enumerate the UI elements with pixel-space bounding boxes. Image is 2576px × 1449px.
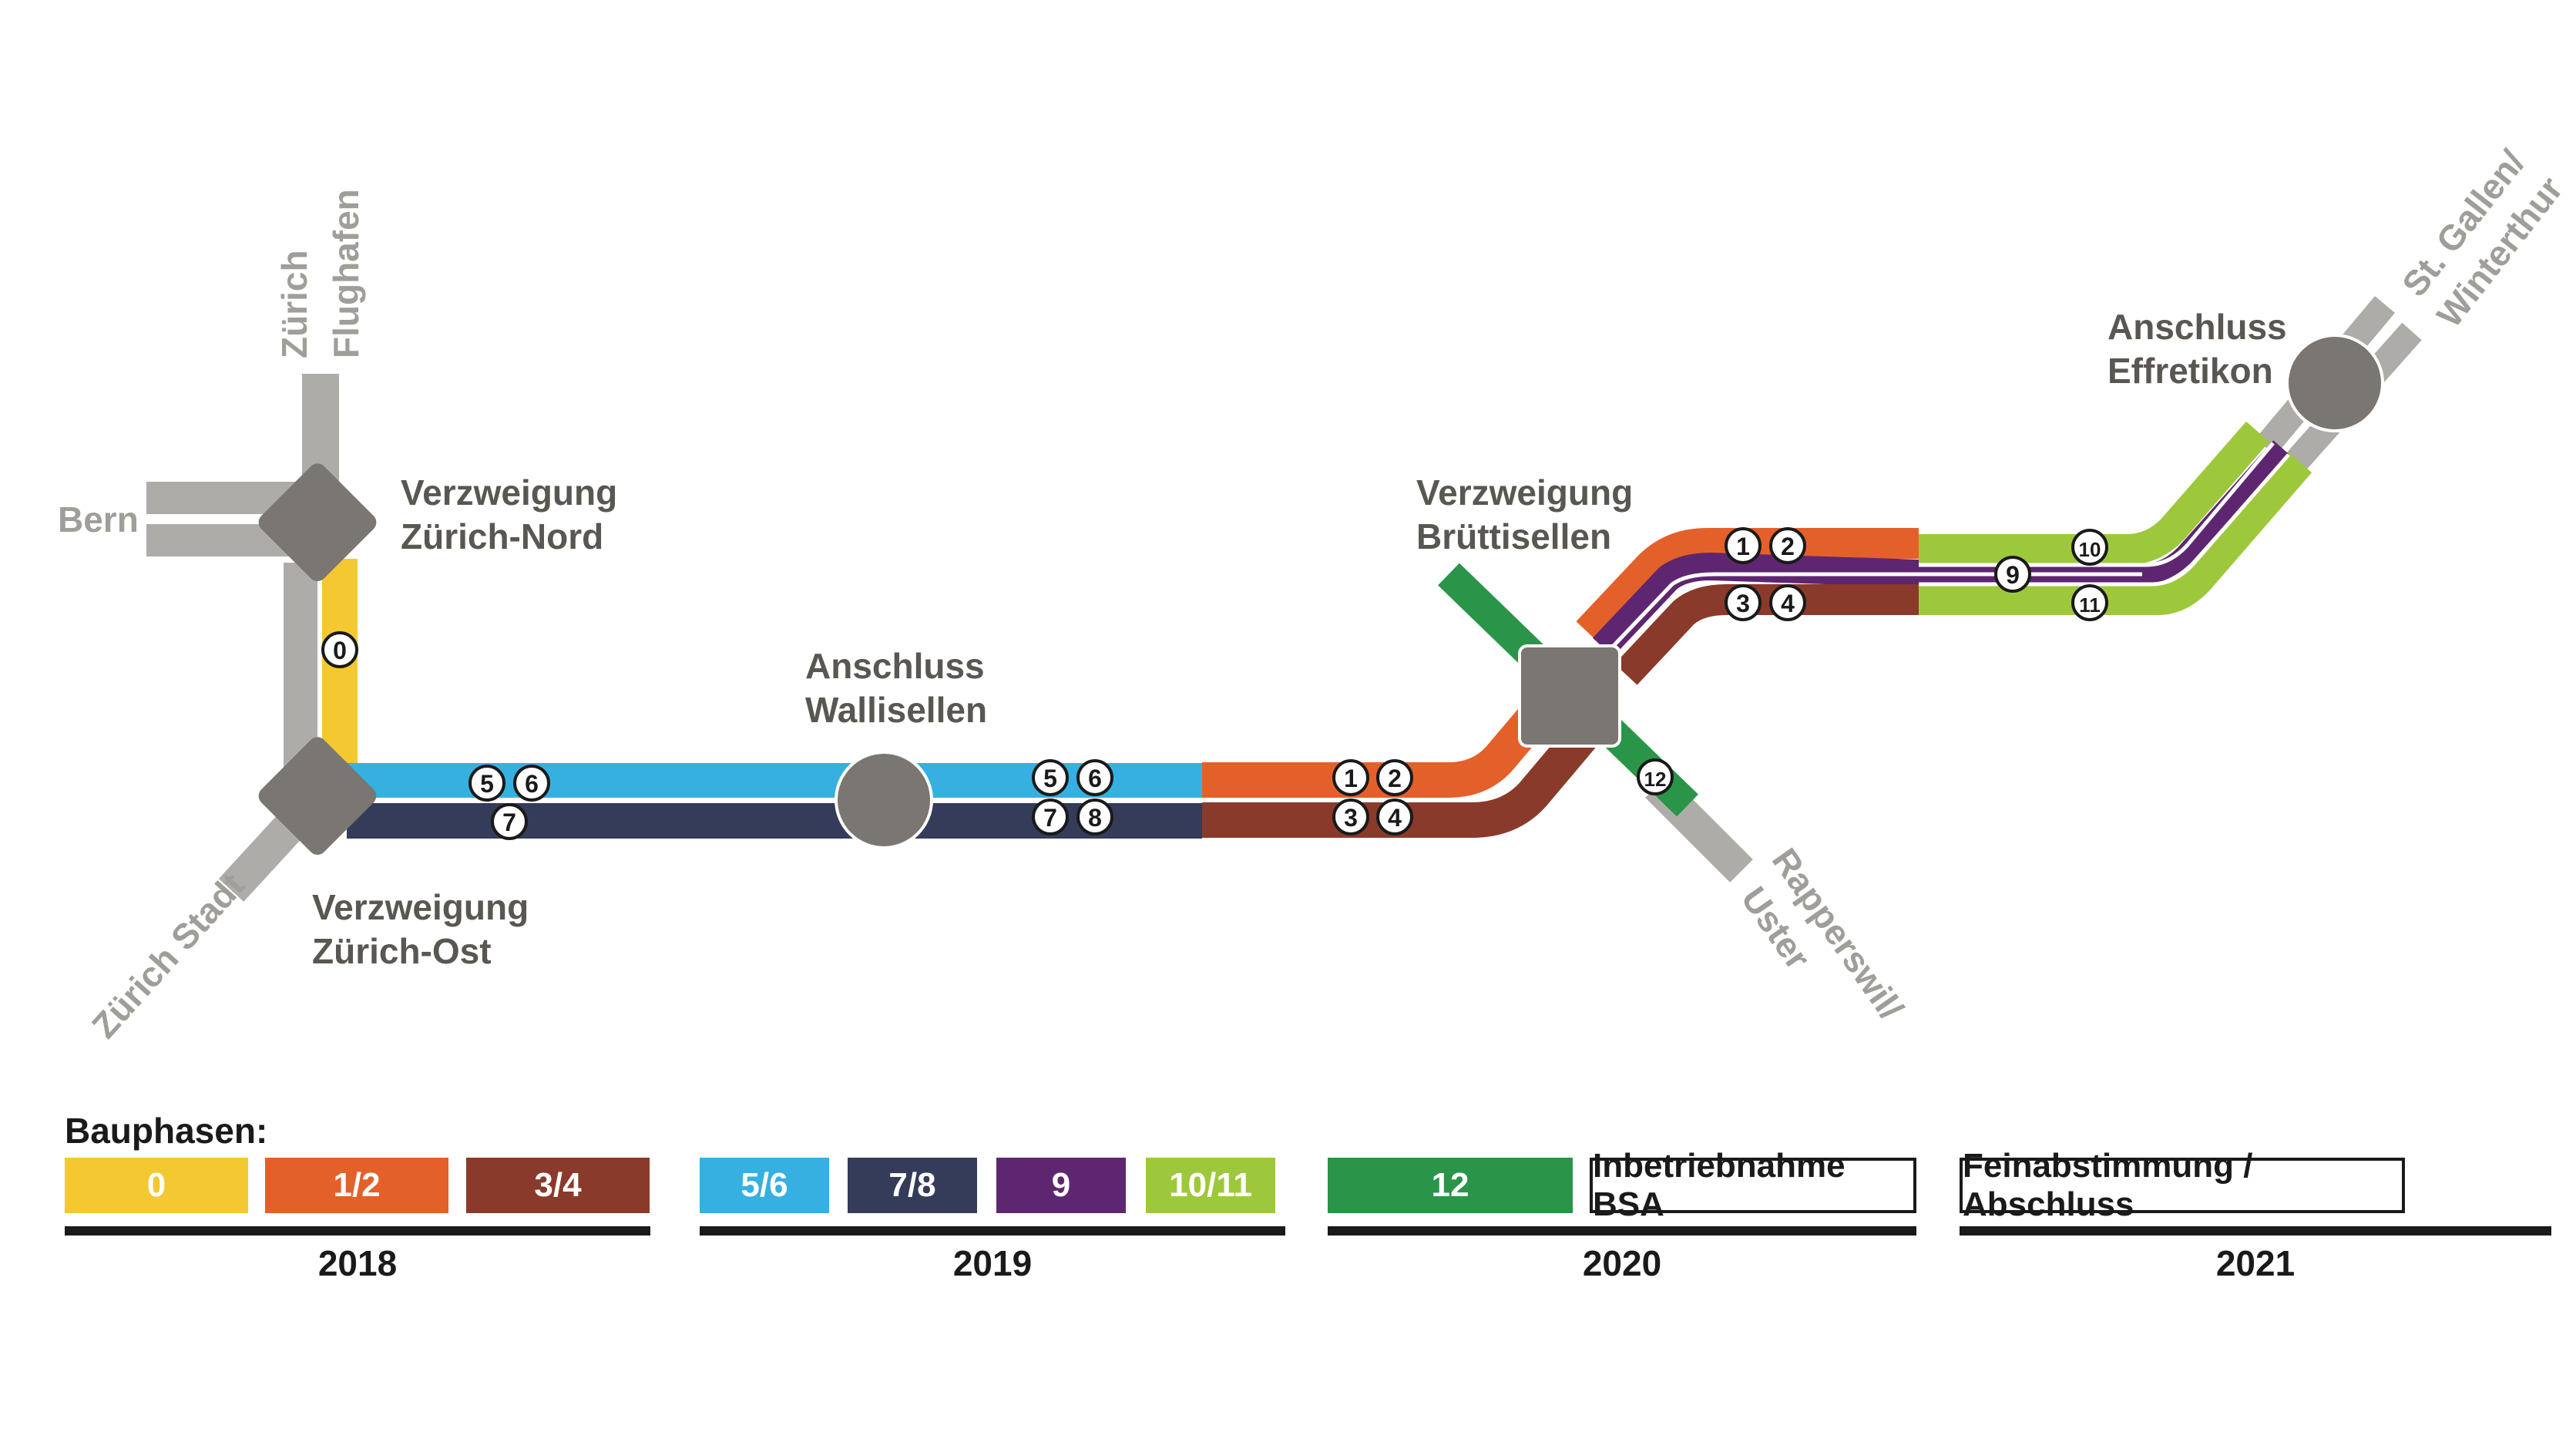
phase-marker-3: 3	[1725, 584, 1762, 621]
label-bruettisellen-1: Verzweigung	[1416, 472, 1633, 513]
label-effretikon-1: Anschluss	[2107, 307, 2287, 347]
node-zuerich-ost	[258, 737, 377, 856]
svg-text:12: 12	[1644, 768, 1667, 791]
phase-marker-6: 6	[513, 765, 550, 802]
svg-text:7: 7	[502, 809, 516, 836]
label-nord-1: Verzweigung	[401, 472, 617, 513]
phase-marker-2: 2	[1376, 759, 1413, 796]
svg-text:10: 10	[2079, 538, 2101, 561]
label-ost-1: Verzweigung	[312, 887, 529, 927]
label-zuerich-flughafen-1: Zürich	[274, 250, 314, 358]
label-effretikon-2: Effretikon	[2107, 351, 2273, 391]
label-zuerich-flughafen-2: Flughafen	[326, 189, 366, 358]
phase-marker-8: 8	[1076, 798, 1113, 835]
svg-text:6: 6	[525, 770, 539, 798]
svg-text:5: 5	[1043, 765, 1057, 792]
segment-phase-9-east	[1919, 440, 2289, 584]
svg-text:6: 6	[1088, 765, 1102, 792]
phase-marker-4: 4	[1376, 798, 1413, 835]
label-zuerich-stadt: Zürich Stadt	[84, 865, 252, 1045]
phase-marker-5: 5	[1032, 759, 1069, 796]
segment-phase-1-2-west	[1202, 698, 1555, 798]
phase-marker-12: 12	[1637, 758, 1674, 795]
phase-marker-1: 1	[1332, 759, 1369, 796]
segment-phase-1-2-east	[1576, 528, 1919, 643]
svg-text:2: 2	[1388, 765, 1402, 792]
label-wallisellen-1: Anschluss	[805, 646, 985, 686]
phase-marker-7: 7	[1032, 798, 1069, 835]
svg-text:11: 11	[2079, 593, 2101, 617]
svg-text:2: 2	[1781, 533, 1795, 560]
segment-phase-11	[1919, 452, 2312, 615]
svg-text:5: 5	[480, 770, 494, 798]
svg-text:0: 0	[333, 637, 347, 664]
svg-text:7: 7	[1043, 804, 1057, 832]
label-nord-2: Zürich-Nord	[401, 516, 603, 556]
segment-phase-0	[322, 559, 358, 778]
phase-marker-4: 4	[1769, 584, 1806, 621]
segment-phase-9-west	[1592, 552, 1943, 657]
svg-text:3: 3	[1344, 804, 1358, 832]
segment-phase-7-8	[347, 803, 1202, 839]
node-zuerich-nord	[258, 463, 377, 582]
node-bruettisellen	[1518, 644, 1621, 748]
svg-text:9: 9	[2006, 561, 2020, 589]
segment-phase-3-4-west	[1202, 709, 1609, 838]
phase-marker-10: 10	[2071, 529, 2108, 566]
svg-text:8: 8	[1088, 804, 1102, 832]
phase-marker-5: 5	[469, 765, 505, 802]
label-wallisellen-2: Wallisellen	[805, 690, 987, 730]
phase-marker-2: 2	[1769, 527, 1806, 564]
phase-marker-11: 11	[2071, 584, 2108, 621]
label-bern: Bern	[58, 499, 139, 540]
label-ost-2: Zürich-Ost	[312, 931, 492, 971]
label-bruettisellen-2: Brüttisellen	[1416, 516, 1611, 556]
svg-text:1: 1	[1736, 533, 1750, 560]
node-effretikon	[2285, 334, 2384, 432]
segment-phase-10	[1919, 421, 2270, 565]
svg-text:4: 4	[1388, 804, 1402, 832]
phase-marker-0: 0	[321, 631, 358, 668]
phase-marker-3: 3	[1332, 798, 1369, 835]
phase-marker-6: 6	[1076, 759, 1113, 796]
svg-text:4: 4	[1781, 590, 1795, 617]
road-zuerich-stadt	[218, 812, 306, 902]
node-wallisellen	[835, 751, 933, 849]
phase-marker-7: 7	[491, 803, 528, 840]
svg-text:3: 3	[1736, 590, 1750, 617]
phase-marker-9: 9	[1994, 556, 2031, 593]
svg-text:1: 1	[1344, 765, 1358, 792]
phase-marker-1: 1	[1725, 527, 1762, 564]
